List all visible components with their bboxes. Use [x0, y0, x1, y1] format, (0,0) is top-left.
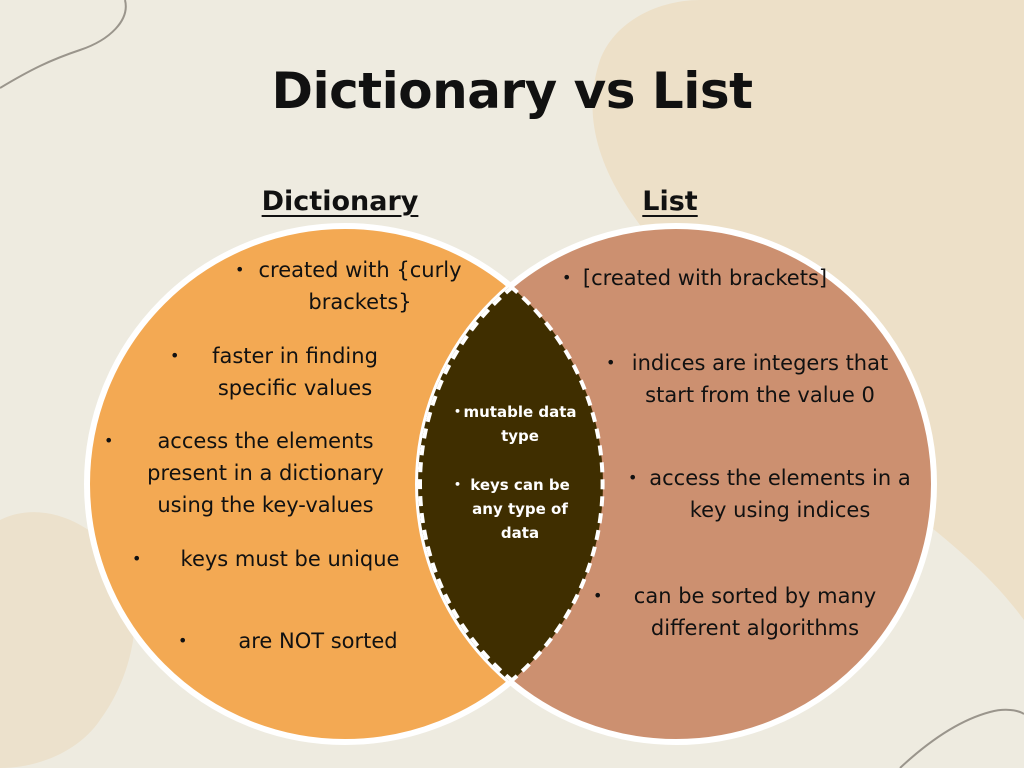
bullet-dot: • [170, 346, 180, 365]
bullet-dot: • [593, 586, 603, 605]
dictionary-item: • are NOT sorted [178, 625, 448, 657]
common-item: • keys can be any type of data [454, 473, 580, 545]
dictionary-label: Dictionary [261, 186, 419, 217]
bullet-dot: • [132, 549, 142, 568]
bullet-dot: • [178, 631, 188, 650]
bullet-dot: • [628, 468, 638, 487]
bullet-dot: • [454, 478, 462, 491]
bullet-dot: • [606, 353, 616, 372]
bullet-dot: • [104, 431, 114, 450]
dictionary-item: • access the elements present in a dicti… [104, 425, 413, 521]
dictionary-item: • created with {curly brackets} [235, 254, 475, 318]
list-label: List [642, 186, 698, 217]
list-item: • access the elements in a key using ind… [628, 462, 920, 526]
page-title: Dictionary vs List [271, 62, 753, 120]
background-curve-top-left [0, 0, 127, 89]
dictionary-item: • faster in finding specific values [170, 340, 410, 404]
overlap-outline-dashed [418, 226, 603, 742]
list-item: • can be sorted by many different algori… [593, 580, 905, 644]
common-item: • mutable data type [454, 400, 580, 448]
bullet-dot: • [454, 405, 462, 418]
overlap-region [418, 226, 603, 742]
overlap-left-edge-dashed [508, 284, 605, 684]
list-item: • indices are integers that start from t… [606, 347, 900, 411]
background-curve-bottom-right [899, 708, 1024, 768]
dictionary-item: • keys must be unique [132, 543, 440, 575]
list-item: • [created with brackets] [562, 262, 830, 294]
bullet-dot: • [235, 260, 245, 279]
bullet-dot: • [562, 268, 572, 287]
